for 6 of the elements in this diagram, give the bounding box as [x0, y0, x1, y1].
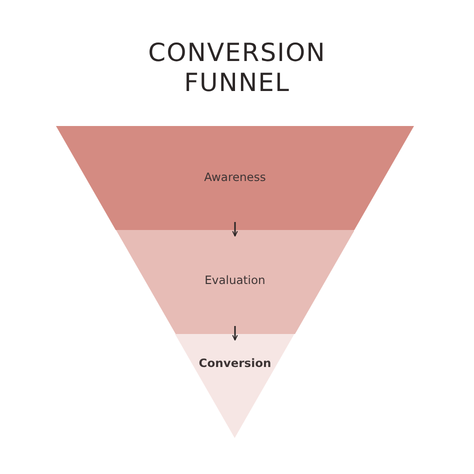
arrow: [232, 222, 238, 236]
stage-label: Evaluation: [204, 273, 266, 287]
stage-label: Awareness: [203, 170, 267, 184]
stage-label: Conversion: [198, 356, 272, 370]
diagram-title: CONVERSION FUNNEL: [147, 38, 327, 98]
arrow: [232, 326, 238, 340]
